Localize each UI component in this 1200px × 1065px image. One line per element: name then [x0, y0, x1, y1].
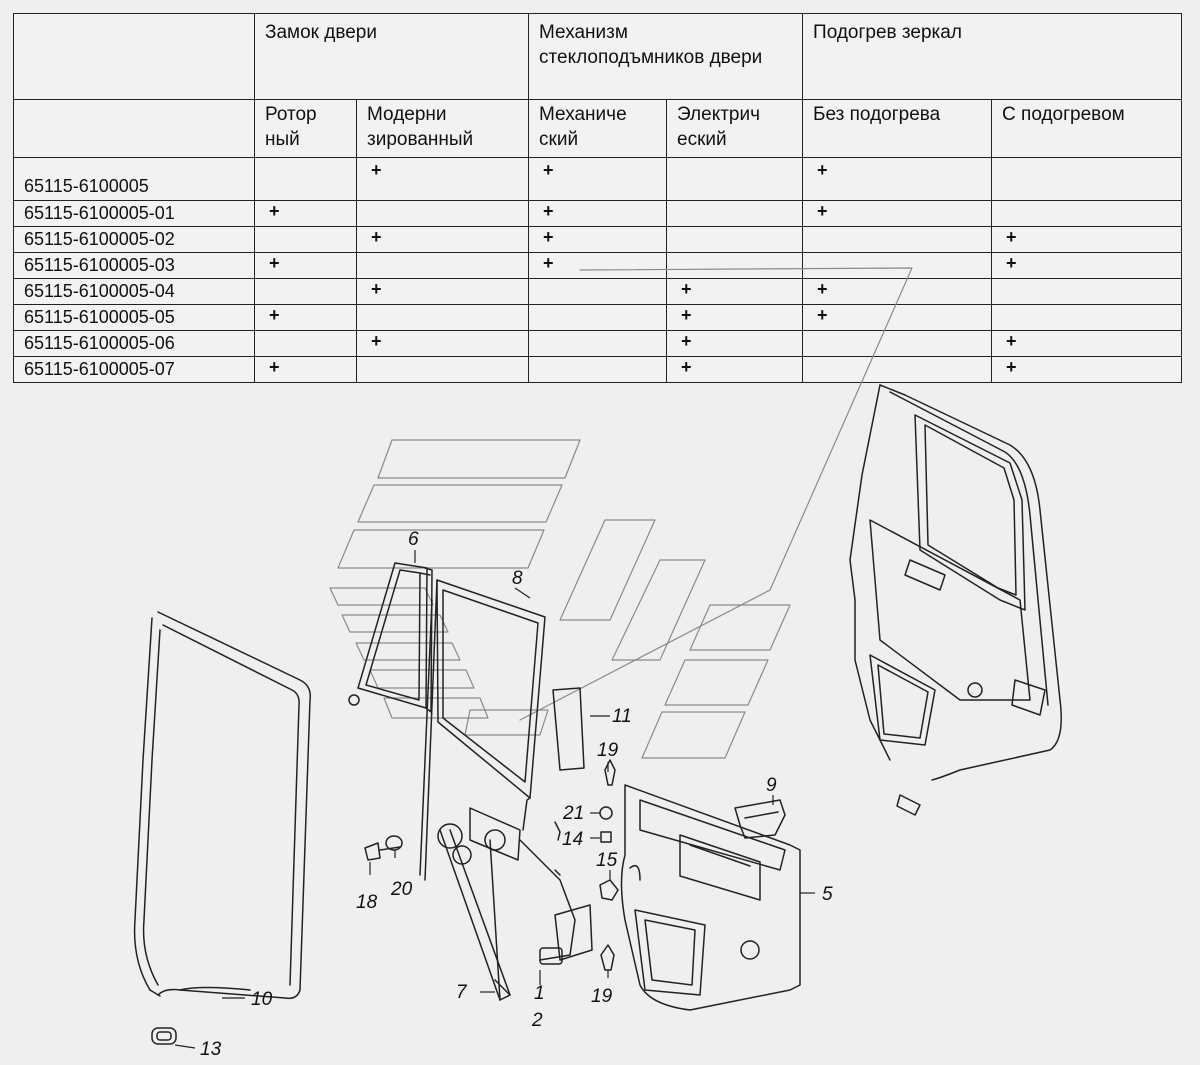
callout-19-top: 19: [597, 740, 619, 761]
mark-cell: +: [355, 330, 530, 357]
mark-cell: [991, 278, 1183, 305]
callout-11: 11: [612, 706, 632, 727]
subheader-with-heating: С подогревом: [991, 99, 1183, 158]
mark-cell: +: [355, 278, 530, 305]
plug-part: [151, 1027, 177, 1045]
screw-washer-parts: [364, 835, 403, 861]
mark-cell: [666, 252, 804, 279]
part-number: 65115-6100005-07: [13, 356, 255, 383]
corner-cell: [13, 99, 255, 158]
mark-cell: [254, 278, 357, 305]
callout-18: 18: [356, 892, 378, 913]
callout-8: 8: [512, 568, 523, 589]
mark-cell: [254, 226, 357, 253]
mark-cell: +: [528, 252, 668, 279]
vent-window-part: [348, 562, 433, 713]
handle-part: [734, 799, 786, 839]
mark-cell: +: [666, 278, 804, 305]
mark-cell: +: [528, 157, 668, 201]
table-row: 65115-6100005-01 + + +: [13, 200, 1183, 227]
table-row: 65115-6100005-03 + + +: [13, 252, 1183, 279]
corner-cell: [13, 13, 255, 100]
mark-cell: +: [528, 200, 668, 227]
part-number: 65115-6100005-03: [13, 252, 255, 279]
part-number: 65115-6100005-05: [13, 304, 255, 331]
subheader-no-heating: Без подогрева: [802, 99, 993, 158]
door-seal-part: [133, 611, 312, 1000]
callout-19-bottom: 19: [591, 986, 613, 1007]
watermark-logo: [329, 267, 913, 759]
mark-cell: +: [991, 356, 1183, 383]
window-regulator-part: [437, 807, 593, 1001]
mark-cell: +: [355, 157, 530, 201]
door-assembly: [849, 384, 1062, 816]
callout-5: 5: [822, 884, 833, 905]
table-row: 65115-6100005-07 + + +: [13, 356, 1183, 383]
callout-7: 7: [456, 982, 468, 1003]
mark-cell: [666, 226, 804, 253]
mark-cell: [355, 356, 530, 383]
mark-cell: +: [666, 304, 804, 331]
leader-lines: [174, 550, 815, 1049]
seal-insert-part: [552, 687, 585, 771]
callout-9: 9: [766, 775, 777, 796]
mark-cell: +: [802, 157, 993, 201]
subheader-modernized: Модерни зированный: [355, 99, 530, 158]
variant-table: Замок двери Механизм стеклоподъмников дв…: [13, 13, 1183, 383]
part-number: 65115-6100005-01: [13, 200, 255, 227]
glass-frame-part: [419, 579, 546, 881]
callout-14: 14: [562, 829, 583, 850]
callout-6: 6: [408, 529, 419, 550]
callout-20: 20: [390, 879, 413, 900]
group-header-lock: Замок двери: [253, 13, 530, 100]
table-row: 65115-6100005-04 + + +: [13, 278, 1183, 305]
callout-labels: 6 8 11 19 21 14 15 19 9 5 18 20 7 1 2 10…: [200, 529, 833, 1060]
mark-cell: [991, 157, 1183, 201]
callout-21: 21: [562, 803, 584, 824]
callout-1: 1: [534, 983, 545, 1004]
mark-cell: +: [355, 226, 530, 253]
callout-2: 2: [531, 1010, 543, 1031]
subheader-electric: Электрич еский: [666, 99, 804, 158]
part-number: 65115-6100005-04: [13, 278, 255, 305]
mark-cell: [802, 356, 993, 383]
mark-cell: +: [802, 304, 993, 331]
mark-cell: +: [666, 356, 804, 383]
callout-15: 15: [596, 850, 618, 871]
table-row: 65115-6100005 + + +: [13, 157, 1183, 201]
mark-cell: +: [254, 200, 357, 227]
group-header-window-regulator: Механизм стеклоподъмников двери: [528, 13, 804, 100]
callout-13: 13: [200, 1039, 222, 1060]
mark-cell: [254, 330, 357, 357]
callout-10: 10: [251, 989, 273, 1010]
door-trim-panel-part: [620, 784, 801, 1011]
subheader-rotary: Ротор ный: [254, 99, 357, 158]
mark-cell: [254, 157, 357, 201]
mark-cell: [528, 356, 668, 383]
mark-cell: [666, 200, 804, 227]
mark-cell: [528, 304, 668, 331]
mark-cell: [666, 157, 804, 201]
